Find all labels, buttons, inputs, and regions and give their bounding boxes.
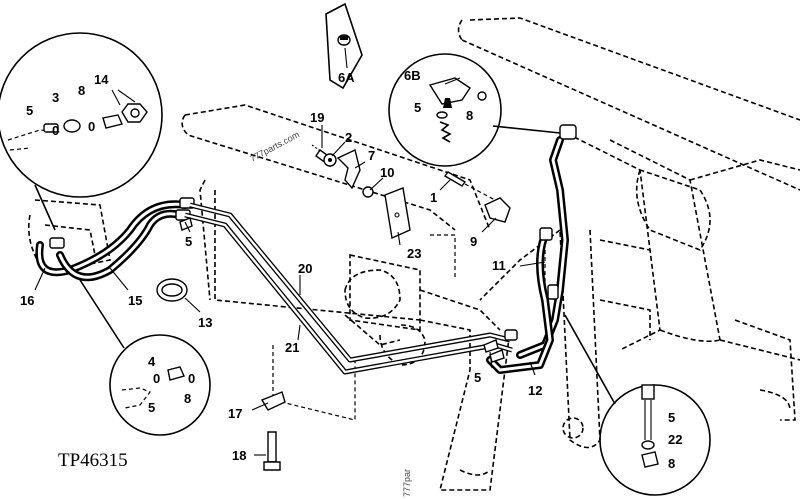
detail-circle-top-left: 0 0: [0, 32, 163, 231]
callout-13: 13: [198, 315, 212, 330]
callout-5-tl: 5: [26, 103, 33, 118]
callout-22: 22: [668, 432, 682, 447]
callout-16: 16: [20, 293, 34, 308]
callout-12: 12: [528, 383, 542, 398]
callout-15: 15: [128, 293, 142, 308]
callout-6a: 6A: [338, 70, 355, 85]
svg-text:0: 0: [153, 371, 160, 386]
watermark-bottom: 777par: [402, 469, 412, 497]
detail-circle-top-center: [388, 53, 561, 167]
callout-19: 19: [310, 110, 324, 125]
callout-18: 18: [232, 448, 246, 463]
callout-10: 10: [380, 165, 394, 180]
callout-20: 20: [298, 261, 312, 276]
watermark-top: 777parts.com: [248, 129, 301, 163]
hoses-left: [35, 197, 195, 282]
callout-3: 3: [52, 90, 59, 105]
callout-5-br: 5: [668, 410, 675, 425]
callout-5-left: 5: [185, 234, 192, 249]
loader-frame-outline: [457, 17, 800, 449]
callout-4: 4: [148, 354, 156, 369]
callout-6b: 6B: [404, 68, 421, 83]
callout-7: 7: [368, 148, 375, 163]
loose-parts: [156, 144, 511, 471]
callout-23: 23: [407, 246, 421, 261]
hoses-right: [486, 124, 577, 374]
callout-21: 21: [285, 340, 299, 355]
callout-labels: 6A 19 2 7 10 23 1 9 11 5 12 5 13 15 16 2…: [20, 68, 682, 471]
leader-lines: [34, 47, 546, 456]
detail-circle-bottom-left: 0 0: [79, 279, 211, 436]
callout-17: 17: [228, 406, 242, 421]
callout-2: 2: [345, 130, 352, 145]
callout-1: 1: [430, 190, 437, 205]
callout-8-bl: 8: [184, 391, 191, 406]
detail-circle-bottom-right: [564, 314, 711, 496]
callout-8-tc: 8: [466, 108, 473, 123]
svg-text:0: 0: [52, 123, 59, 138]
callout-5-tc: 5: [414, 100, 421, 115]
detail-box-6a: [325, 2, 363, 90]
callout-5-bl: 5: [148, 400, 155, 415]
callout-11: 11: [492, 258, 506, 273]
callout-8-br: 8: [668, 456, 675, 471]
svg-text:0: 0: [88, 119, 95, 134]
steel-lines: [184, 202, 513, 375]
callout-14: 14: [94, 72, 109, 87]
figure-id: TP46315: [58, 450, 128, 471]
callout-9: 9: [470, 234, 477, 249]
callout-8-tl: 8: [78, 83, 85, 98]
callout-5-center: 5: [474, 370, 481, 385]
svg-text:0: 0: [188, 371, 195, 386]
